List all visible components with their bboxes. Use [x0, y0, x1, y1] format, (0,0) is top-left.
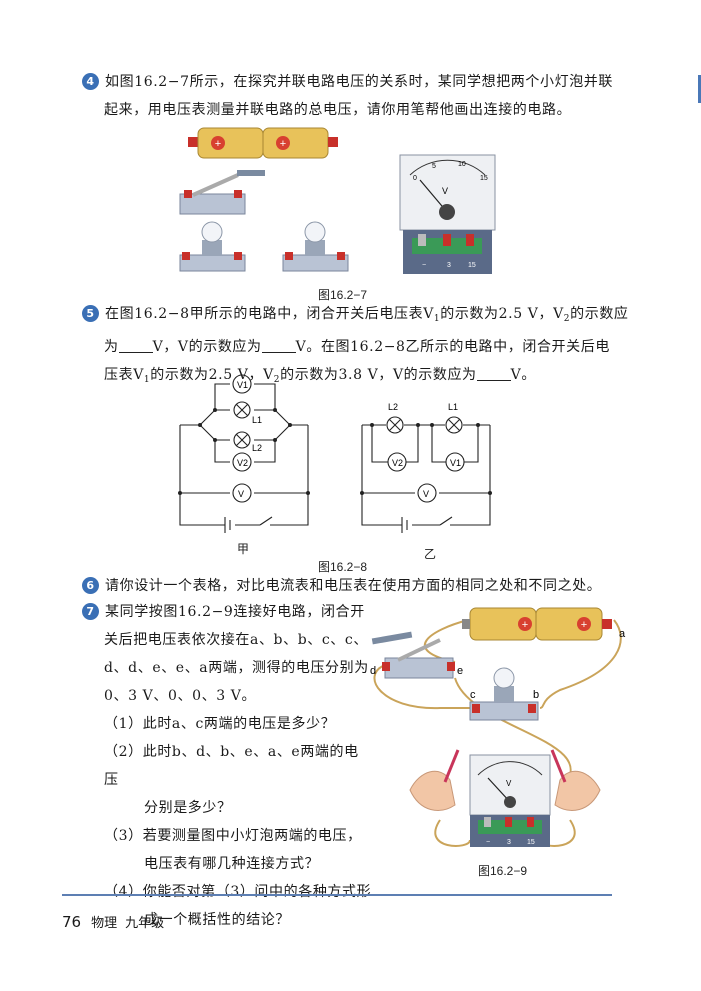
svg-text:L2: L2	[252, 443, 262, 453]
answer-blank-3[interactable]	[476, 366, 511, 381]
question-number-7: 7	[82, 603, 99, 620]
circuit-left	[179, 374, 309, 533]
figure-16-2-7-caption: 图16.2−7	[318, 288, 368, 302]
answer-blank-2[interactable]	[261, 338, 296, 353]
voltmeter-2: V − 3 15	[469, 754, 551, 847]
sub-question-2: （2）此时b、d、b、e、a、e两端的电压	[104, 744, 359, 788]
sub-question-3: （3）若要测量图中小灯泡两端的电压，	[104, 828, 362, 844]
voltmeter: 0 5 10 15 V − 3 15	[399, 154, 496, 274]
grade-name: 九年级	[125, 916, 165, 931]
figure-16-2-8-label-left: 甲	[237, 542, 250, 556]
svg-text:V: V	[442, 186, 448, 196]
circuit-right	[361, 416, 491, 533]
question-7-line-4: 0、3 V、0、0、3 V。	[104, 688, 257, 704]
svg-text:L1: L1	[252, 415, 262, 425]
sub-question-2-cont: 分别是多少？	[144, 800, 232, 816]
sub-question-4: （4）你能否对第（3）问中的各种方式形	[104, 884, 372, 900]
svg-text:e: e	[457, 665, 463, 677]
svg-text:3: 3	[447, 262, 451, 269]
figure-16-2-8-caption: 图16.2−8	[318, 560, 368, 574]
section-tab-marker	[698, 75, 701, 103]
svg-text:−: −	[486, 839, 490, 846]
svg-text:d: d	[370, 665, 376, 677]
svg-text:15: 15	[527, 839, 535, 846]
bulb-left	[179, 221, 246, 272]
hands-with-probes	[409, 749, 601, 811]
svg-text:15: 15	[468, 262, 476, 269]
svg-text:L2: L2	[388, 402, 398, 412]
circuit-right-junctions	[360, 423, 492, 495]
svg-text:V1: V1	[450, 458, 461, 468]
question-number-6: 6	[82, 577, 99, 594]
knife-switch-2	[371, 631, 455, 679]
svg-text:5: 5	[432, 163, 436, 170]
circuit-left-junctions	[178, 408, 310, 495]
svg-text:V: V	[423, 489, 429, 499]
svg-text:L1: L1	[448, 402, 458, 412]
page-footer: 76 物理九年级	[62, 912, 164, 931]
question-number-5: 5	[82, 305, 99, 322]
figure-16-2-9-caption: 图16.2−9	[478, 864, 528, 878]
sub-question-1: （1）此时a、c两端的电压是多少？	[104, 716, 336, 732]
svg-text:V: V	[238, 489, 244, 499]
svg-text:0: 0	[413, 175, 417, 182]
figure-16-2-8-label-right: 乙	[424, 547, 437, 561]
question-number-4: 4	[82, 73, 99, 90]
page-number: 76	[62, 913, 82, 931]
battery-pack: + +	[188, 127, 338, 159]
sub-question-3-cont: 电压表有哪几种连接方式？	[144, 856, 320, 872]
svg-text:+: +	[581, 619, 587, 631]
subject-name: 物理	[91, 916, 118, 931]
svg-text:V: V	[506, 779, 512, 788]
figure-16-2-7: + + 0	[179, 127, 496, 274]
svg-text:+: +	[215, 138, 221, 150]
footer-divider	[62, 894, 612, 896]
knife-switch	[179, 170, 265, 215]
svg-text:3: 3	[507, 839, 511, 846]
bulb-3	[469, 667, 539, 721]
svg-text:V1: V1	[237, 380, 248, 390]
figure-16-2-8: V1 L1 L2 V2 V L2 L1 V2 V1 V	[178, 374, 492, 533]
svg-text:a: a	[619, 628, 626, 640]
sub-question-4-cont: 成一个概括性的结论？	[144, 912, 290, 928]
question-4-line-2: 起来，用电压表测量并联电路的总电压，请你用笔帮他画出连接的电路。	[104, 102, 572, 118]
figure-16-2-9: + + a b c d e	[370, 607, 626, 847]
question-7-line-3: d、d、e、e、a两端，测得的电压分别为	[104, 660, 369, 676]
bulb-right	[282, 221, 349, 272]
svg-text:V2: V2	[392, 458, 403, 468]
svg-text:10: 10	[458, 161, 466, 168]
svg-text:15: 15	[480, 175, 488, 182]
svg-text:−: −	[422, 262, 426, 269]
svg-text:c: c	[470, 689, 476, 701]
question-7-line-2: 关后把电压表依次接在a、b、b、c、c、	[104, 632, 368, 648]
svg-text:+: +	[280, 138, 286, 150]
battery-pack-2: + +	[462, 607, 612, 641]
svg-text:+: +	[522, 619, 528, 631]
svg-text:b: b	[533, 689, 539, 701]
svg-text:V2: V2	[237, 458, 248, 468]
answer-blank-1[interactable]	[118, 338, 153, 353]
